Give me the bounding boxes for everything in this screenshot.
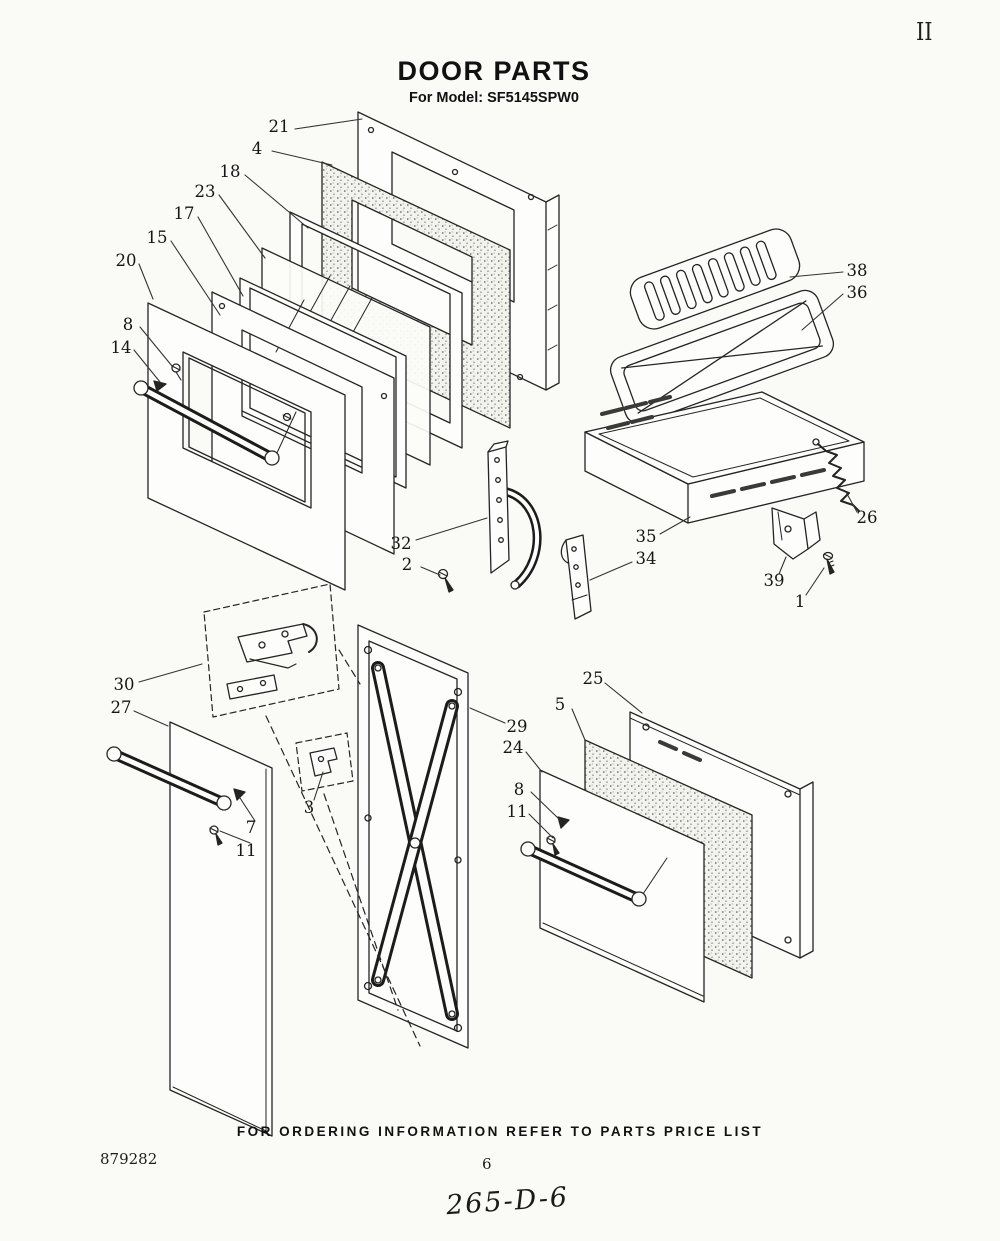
callout-32: 32 (390, 533, 412, 553)
panel-door-27 (169, 721, 273, 1137)
footer-note: FOR ORDERING INFORMATION REFER TO PARTS … (236, 1124, 764, 1139)
door-hinge-32 (487, 440, 542, 590)
hinge-screw-2 (437, 568, 454, 593)
callout-11-lower-right: 11 (506, 801, 528, 821)
callout-5: 5 (554, 694, 566, 714)
callout-2: 2 (401, 554, 413, 574)
callout-7: 7 (245, 817, 257, 837)
doc-number: 879282 (100, 1150, 158, 1168)
door-latch-assembly-30 (203, 583, 340, 718)
screw-1 (822, 551, 835, 575)
callout-21: 21 (268, 116, 290, 136)
callout-24: 24 (502, 737, 524, 757)
inner-door-frame-29 (357, 624, 469, 1049)
callout-8-upper: 8 (122, 314, 134, 334)
assembly-dashed-lines (265, 649, 421, 1047)
broil-pan-36 (609, 289, 835, 425)
door-hinge-34 (560, 534, 592, 620)
callout-35: 35 (635, 526, 657, 546)
callout-23: 23 (194, 181, 216, 201)
page-number: 6 (482, 1155, 492, 1173)
corner-mark: II (916, 18, 933, 46)
callout-18: 18 (219, 161, 241, 181)
callout-1: 1 (794, 591, 806, 611)
callout-27: 27 (110, 697, 132, 717)
callout-34: 34 (635, 548, 657, 568)
handle-screw-8 (171, 363, 182, 381)
callout-38: 38 (846, 260, 868, 280)
callout-36: 36 (846, 282, 868, 302)
callout-8-lower: 8 (513, 779, 525, 799)
page-title: DOOR PARTS (397, 56, 591, 86)
callout-39: 39 (763, 570, 785, 590)
callout-4: 4 (251, 138, 263, 158)
drawer-body-35 (584, 391, 865, 524)
callout-30: 30 (113, 674, 135, 694)
callout-20: 20 (115, 250, 137, 270)
callout-3: 3 (303, 797, 315, 817)
latch-bracket-3 (295, 732, 354, 792)
handle-screw-11-left (209, 825, 223, 846)
callout-15: 15 (146, 227, 168, 247)
callout-26: 26 (856, 507, 878, 527)
door-handle-upper (133, 380, 280, 466)
callout-17: 17 (173, 203, 195, 223)
callout-25: 25 (582, 668, 604, 688)
callout-leader-lines (133, 118, 858, 844)
door-handle-lower-left (106, 746, 232, 811)
callout-29: 29 (506, 716, 528, 736)
support-bracket-39 (771, 507, 821, 560)
model-line: For Model: SF5145SPW0 (408, 90, 579, 106)
door-handle-lower-right (520, 841, 647, 907)
drawer-spring-26 (812, 438, 860, 512)
broil-grid-38 (629, 228, 801, 330)
handle-stud-7 (233, 788, 246, 801)
callout-11-lower-left: 11 (235, 840, 257, 860)
callout-14: 14 (110, 337, 132, 357)
handle-stud-8-right (557, 816, 570, 829)
